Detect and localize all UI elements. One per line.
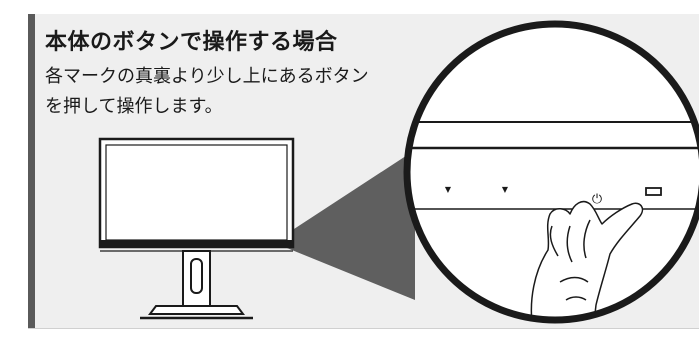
- menu-button-icon[interactable]: [645, 187, 662, 196]
- monitor-stand-base: [148, 305, 245, 315]
- section-title: 本体のボタンで操作する場合: [45, 30, 338, 55]
- card-bottom-border: [28, 328, 699, 329]
- instruction-text: 各マークの真裏より少し上にあるボタン を押して操作します。: [45, 62, 425, 122]
- instruction-line-2: を押して操作します。: [45, 96, 223, 117]
- callout-wedge: [268, 150, 415, 300]
- power-button-icon[interactable]: ⏻: [592, 192, 602, 207]
- monitor-drawing: [98, 137, 295, 320]
- monitor-stand-slot: [190, 258, 203, 294]
- magnifier-lens: ▼ ▼ ⏻: [403, 20, 699, 324]
- accent-bar: [28, 14, 35, 328]
- hand-drawing: [530, 200, 644, 320]
- down-button-2-icon[interactable]: ▼: [502, 185, 509, 194]
- magnifier-outline: [403, 20, 699, 324]
- monitor-bezel-bottom: [100, 240, 293, 247]
- instruction-line-1: 各マークの真裏より少し上にあるボタン: [45, 66, 369, 87]
- monitor-frame: [98, 137, 295, 249]
- down-button-1-icon[interactable]: ▼: [445, 185, 452, 194]
